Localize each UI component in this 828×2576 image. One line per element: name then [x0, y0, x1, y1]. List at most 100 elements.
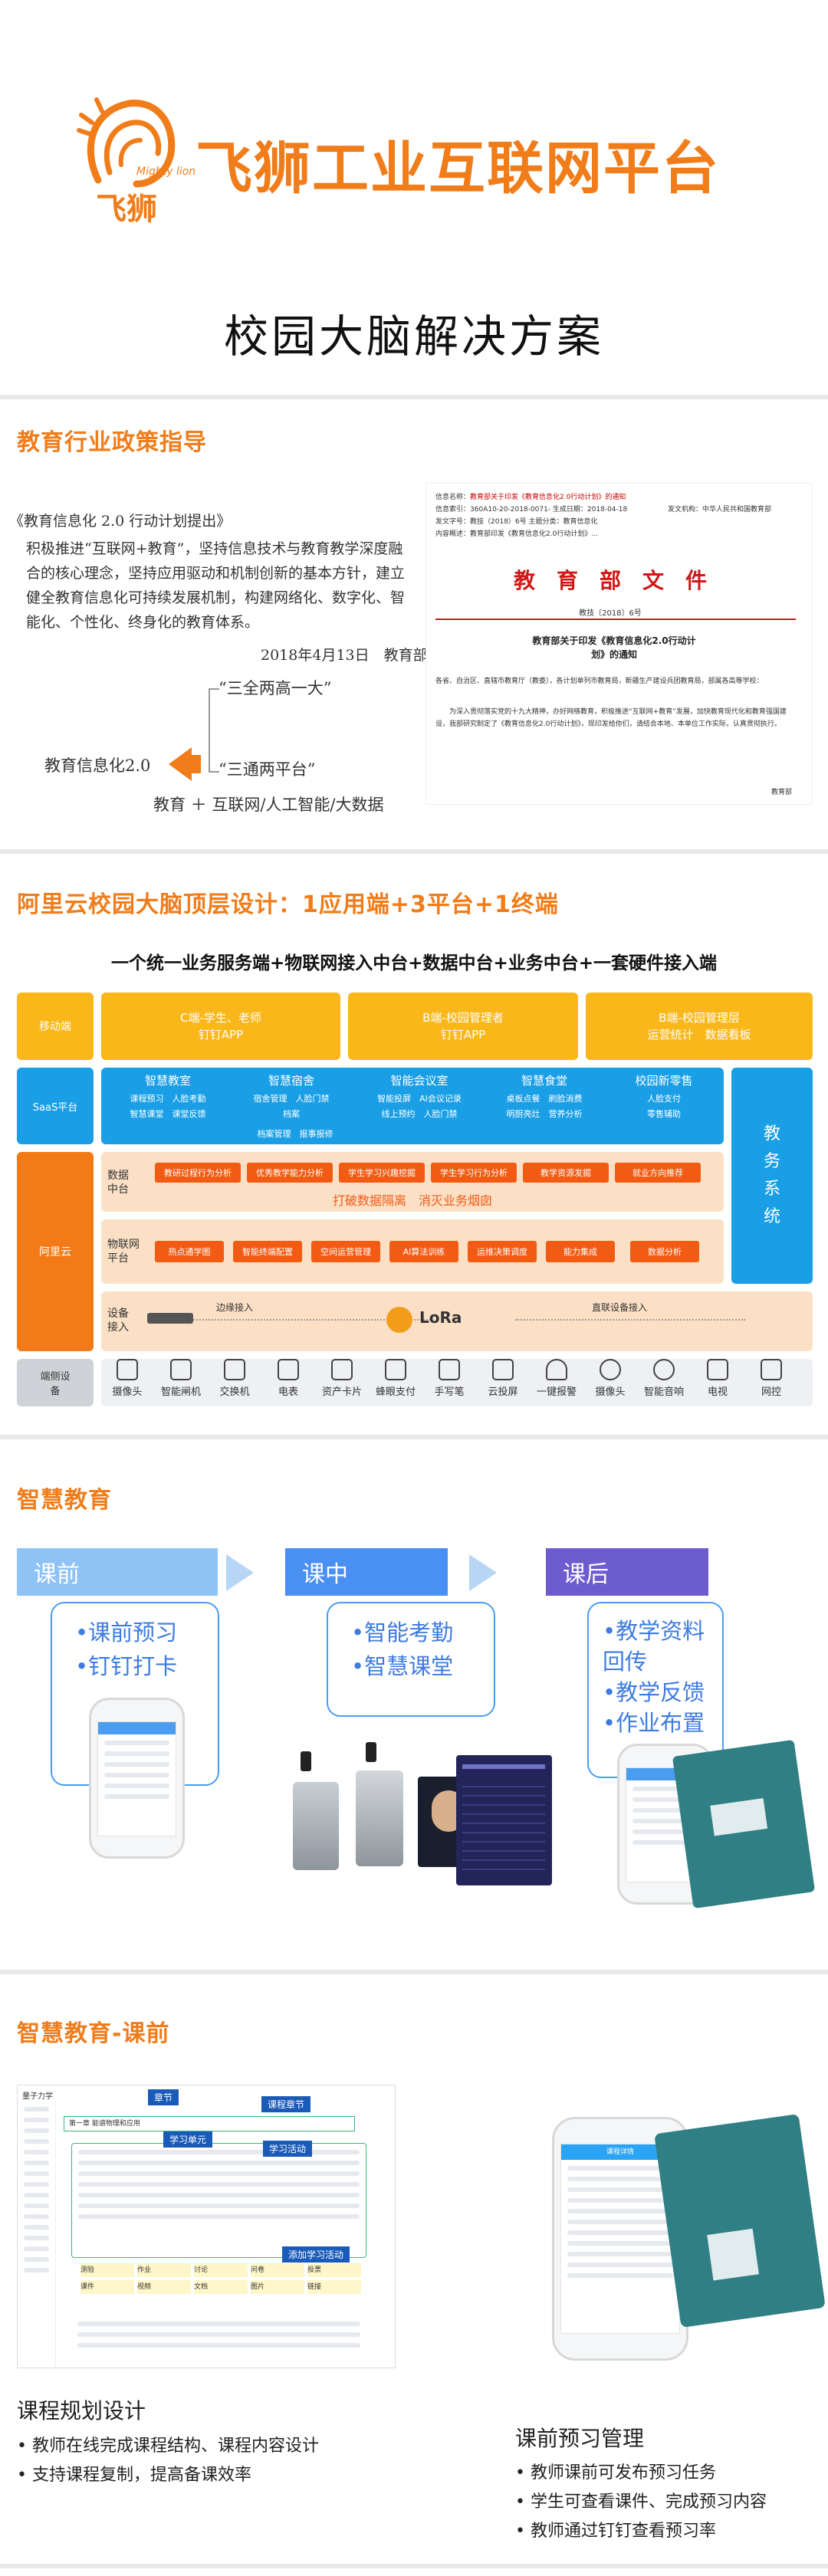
- mobile-card-mgmt: B端-校园管理层运营统计 数据看板: [586, 993, 813, 1060]
- lion-logo-icon: [77, 97, 176, 188]
- camera-icon: [600, 1359, 621, 1380]
- net-control-icon: [761, 1359, 782, 1380]
- tablet-image: [672, 1739, 816, 1909]
- device-net-control: 网控: [748, 1359, 794, 1398]
- device-meter: 电表: [265, 1359, 311, 1398]
- switch-icon: [224, 1359, 245, 1380]
- device-access: 设备接入 边缘接入 LoRa 直联设备接入: [101, 1291, 813, 1351]
- iot-platform: 物联网平台 热点通学图 智能终端配置 空间运营管理 AI算法训练 运维决策调度 …: [101, 1219, 724, 1284]
- phase-post-head: 课后: [546, 1548, 708, 1596]
- alarm-icon: [546, 1359, 567, 1380]
- orange-arrow-tail: [190, 755, 201, 773]
- speaker-icon: [653, 1359, 675, 1380]
- app-name: 量子力学: [22, 2092, 53, 2101]
- pre-class-tablet: [654, 2114, 826, 2328]
- data-platform-label: 数据中台: [107, 1170, 129, 1196]
- section-divider: [0, 2564, 828, 2568]
- brand-en: Mighty lion: [136, 166, 196, 178]
- edge-dotted: [193, 1319, 431, 1321]
- section-divider: [0, 849, 828, 854]
- lora-label: LoRa: [419, 1308, 462, 1327]
- side-system: 教务系统: [731, 1068, 813, 1284]
- preview-mgmt-bullets: • 教师课前可发布预习任务 • 学生可查看课件、完成预习内容 • 教师通过钉钉查…: [515, 2463, 767, 2541]
- callout-add-activity: 添加学习活动: [282, 2246, 350, 2263]
- device-camera-2: 摄像头: [587, 1359, 633, 1398]
- arrow-right-icon: [226, 1554, 254, 1591]
- lora-icon: [386, 1307, 412, 1333]
- brand-cn: 飞狮: [96, 192, 157, 227]
- doc-meta-right: 发文机构：中华人民共和国教育部: [668, 506, 772, 514]
- device-tv: 电视: [695, 1359, 741, 1398]
- iot-tile: 空间运营管理: [311, 1241, 380, 1262]
- device-asset-card: 资产卡片: [319, 1359, 365, 1398]
- row-label-aliyun: 阿里云: [17, 1152, 94, 1351]
- smart-edu-title: 智慧教育: [17, 1487, 112, 1514]
- chapter-row: 第一章 能谱物理和应用: [64, 2116, 355, 2131]
- saas-group-retail: 校园新零售 人脸支付零售辅助: [635, 1074, 693, 1119]
- arrow-right-icon: [469, 1554, 497, 1591]
- screen-icon: [492, 1359, 514, 1380]
- tv-icon: [707, 1359, 728, 1380]
- doc-number: 教技〔2018〕6号: [579, 609, 642, 618]
- data-tile: 教学资源发掘: [523, 1163, 609, 1183]
- device-camera: 摄像头: [104, 1359, 150, 1398]
- device-gate: 智能闸机: [158, 1359, 204, 1398]
- data-tile: 学生学习兴趣挖掘: [339, 1163, 425, 1183]
- pre-class-title: 智慧教育-课前: [17, 2020, 170, 2047]
- device-alarm: 一键报警: [534, 1359, 580, 1398]
- data-tile: 优秀教学能力分析: [247, 1163, 333, 1183]
- pen-icon: [439, 1359, 460, 1380]
- device-switch: 交换机: [212, 1359, 258, 1398]
- mobile-card-b: B端-校园管理者钉钉APP: [348, 993, 578, 1060]
- course-design-bullets: • 教师在线完成课程结构、课程内容设计 • 支持课程复制，提高备课效率: [17, 2437, 319, 2485]
- policy-quote-title: 《教育信息化 2.0 行动计划提出》: [9, 513, 232, 530]
- policy-document: 信息名称：教育部关于印发《教育信息化2.0行动计划》的通知 信息索引：360A1…: [426, 483, 813, 805]
- section-divider: [0, 1970, 828, 1974]
- arch-section-title: 阿里云校园大脑顶层设计：1应用端+3平台+1终端: [17, 891, 559, 918]
- sidebar: [18, 2101, 56, 2369]
- mobile-card-c: C端-学生、老师钉钉APP: [101, 993, 340, 1060]
- iot-tile: 热点通学图: [155, 1241, 224, 1262]
- iot-tile: AI算法训练: [389, 1241, 458, 1262]
- callout-unit: 学习单元: [163, 2131, 213, 2148]
- iot-tile: 智能终端配置: [233, 1241, 302, 1262]
- doc-body1: 各省、自治区、直辖市教育厅（教委），各计划单列市教育局，新疆生产建设兵团教育局，…: [435, 678, 764, 685]
- phase-mid-head: 课中: [285, 1548, 448, 1596]
- row-label-saas: SaaS平台: [17, 1068, 94, 1144]
- iot-platform-label: 物联网平台: [107, 1239, 140, 1265]
- phone-pre: [89, 1698, 185, 1859]
- course-design-title: 课程规划设计: [17, 2398, 146, 2423]
- data-platform-footer: 打破数据隔离 消灭业务烟囱: [332, 1193, 492, 1208]
- phase-mid-card: •智能考勤 •智慧课堂: [327, 1602, 495, 1717]
- device-pay: 蜂眼支付: [373, 1359, 419, 1398]
- saas-group-classroom: 智慧教室 课程预习 人脸考勤智慧课堂 课堂反馈: [130, 1074, 206, 1119]
- device-speaker: 智能音响: [641, 1359, 687, 1398]
- meter-icon: [278, 1359, 299, 1380]
- pay-icon: [385, 1359, 406, 1380]
- unit-box: [71, 2143, 366, 2258]
- gate-icon: [170, 1359, 192, 1380]
- phone-app-title: 课程详情: [561, 2144, 679, 2160]
- phase-pre-card: •课前预习 •钉钉打卡: [51, 1602, 219, 1786]
- iot-tile: 运维决策调度: [468, 1241, 537, 1262]
- data-tile: 教研过程行为分析: [155, 1163, 241, 1183]
- saas-group-canteen: 智慧食堂 桌板点餐 刷脸消费明厨亮灶 营养分析: [506, 1074, 583, 1119]
- iot-tile: 能力集成: [546, 1241, 615, 1262]
- data-tile: 学生学习行为分析: [431, 1163, 517, 1183]
- section-divider: [0, 395, 828, 399]
- orange-arrow-icon: [169, 747, 192, 781]
- policy-quote-body: 积极推进“互联网+教育”，坚持信息技术与教育教学深度融合的核心理念，坚持应用驱动…: [26, 540, 406, 631]
- dashboard-image: [456, 1755, 552, 1885]
- saas-group-meeting: 智能会议室 智能投屏 AI会议记录线上预约 人脸门禁: [377, 1074, 462, 1119]
- diagram-bracket: [209, 688, 219, 773]
- device-projector: 云投屏: [480, 1359, 526, 1398]
- row-label-mobile: 移动端: [17, 993, 94, 1060]
- row-label-terminal: 端侧设备: [17, 1359, 94, 1406]
- activity-grid: 测验 作业 讨论 问卷 投票 课件 视频 文档 图片 链接: [79, 2258, 363, 2304]
- doc-body2: 为深入贯彻落实党的十九大精神，办好网络教育，积极推进“互联网+教育”发展，加快教…: [435, 708, 787, 728]
- card-icon: [331, 1359, 353, 1380]
- saas-extra: 档案管理 报事报修: [257, 1129, 334, 1139]
- callout-chapter: 章节: [148, 2089, 179, 2105]
- phase-pre-head: 课前: [17, 1548, 218, 1596]
- iot-tile: 数据分析: [630, 1241, 699, 1262]
